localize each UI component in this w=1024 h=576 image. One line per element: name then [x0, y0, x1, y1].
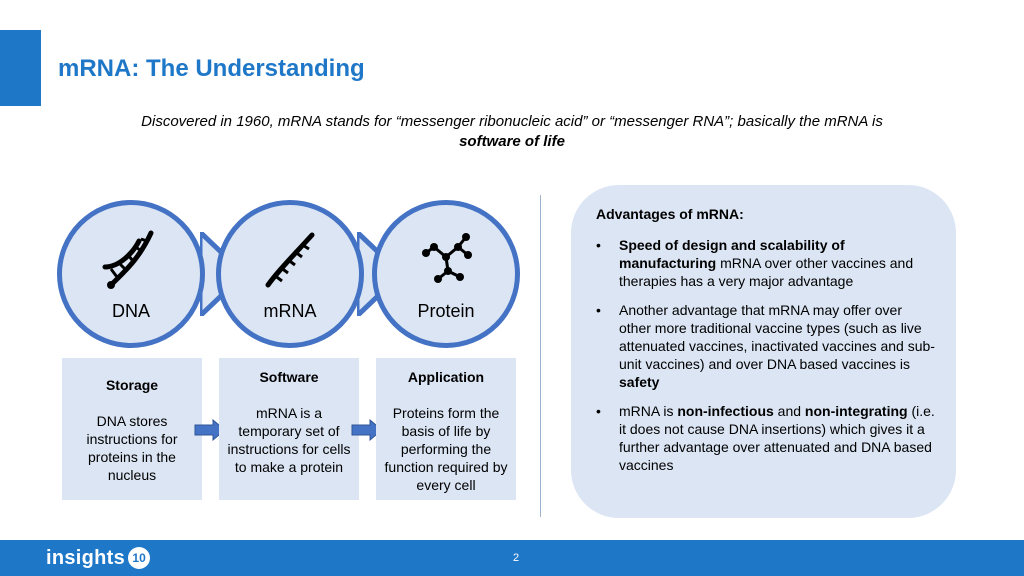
section-divider [540, 195, 541, 517]
advantage-3-bold2: non-integrating [804, 403, 908, 419]
rna-strand-icon [265, 232, 315, 288]
software-box: Software mRNA is a temporary set of inst… [219, 358, 359, 500]
page-number: 2 [512, 552, 520, 564]
software-text: mRNA is a temporary set of instructions … [227, 405, 351, 475]
page-title: mRNA: The Understanding [58, 55, 365, 82]
intro-text: Discovered in 1960, mRNA stands for “mes… [70, 112, 954, 152]
dna-label: DNA [111, 301, 150, 321]
list-item: • Another advantage that mRNA may offer … [596, 301, 936, 391]
software-heading: Software [259, 369, 319, 385]
advantage-1-text: mRNA over other vaccines and therapies h… [619, 255, 914, 289]
bullet-icon: • [596, 237, 601, 253]
logo-text: insights [46, 546, 126, 569]
advantages-panel [571, 185, 956, 518]
storage-heading: Storage [105, 377, 159, 393]
application-box: Application Proteins form the basis of l… [376, 358, 516, 500]
advantage-3-mid: and [773, 403, 805, 419]
advantages-title: Advantages of mRNA: [596, 206, 744, 222]
logo-badge: 10 [128, 547, 151, 569]
advantage-3-post: (i.e. it does not cause DNA insertions) … [619, 403, 935, 473]
list-item: • mRNA is non-infectious and non-integra… [596, 402, 936, 474]
mrna-circle: mRNA [216, 200, 364, 348]
bullet-icon: • [596, 302, 601, 318]
mrna-label: mRNA [263, 301, 317, 321]
protein-label: Protein [417, 301, 475, 321]
advantage-3-pre: mRNA is [619, 403, 678, 419]
storage-text: DNA stores instructions for proteins in … [86, 413, 178, 483]
advantage-3-bold1: non-infectious [677, 403, 774, 419]
protein-circle: Protein [372, 200, 520, 348]
storage-box: Storage DNA stores instructions for prot… [62, 358, 202, 500]
insights10-logo: insights 10 [46, 546, 151, 569]
intro-emphasis: software of life [459, 133, 565, 150]
list-item: • Speed of design and scalability of man… [596, 236, 936, 290]
dna-circle: DNA [57, 200, 205, 348]
advantage-2-bold: safety [619, 374, 660, 390]
advantage-1-bold: Speed of design and scalability of manuf… [619, 237, 845, 271]
molecule-icon [422, 233, 472, 283]
application-text: Proteins form the basis of life by perfo… [384, 405, 508, 493]
bullet-icon: • [596, 403, 601, 419]
advantages-list: • Speed of design and scalability of man… [596, 236, 936, 485]
footer-bar [0, 540, 1024, 576]
intro-sentence: Discovered in 1960, mRNA stands for “mes… [141, 113, 883, 130]
application-heading: Application [407, 369, 485, 385]
dna-helix-icon [102, 230, 154, 289]
advantage-2-text: Another advantage that mRNA may offer ov… [619, 302, 935, 372]
title-accent-bar [0, 30, 41, 106]
